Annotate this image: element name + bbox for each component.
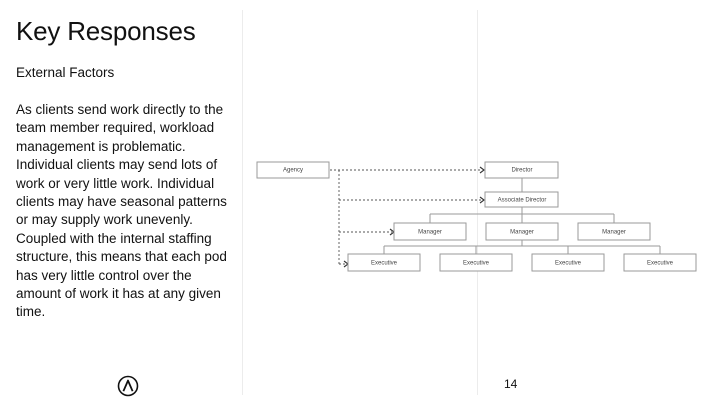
executive-label: Executive: [371, 261, 398, 267]
left-guide-line: [242, 10, 243, 395]
manager-label: Manager: [418, 230, 442, 236]
manager-label: Manager: [602, 230, 626, 236]
director-node: Director: [484, 161, 559, 179]
manager-node: Manager: [485, 222, 559, 241]
manager-node: Manager: [393, 222, 467, 241]
agency-node: Agency: [256, 161, 330, 179]
executive-label: Executive: [463, 261, 490, 267]
executive-node: Executive: [347, 253, 421, 272]
executive-node: Executive: [623, 253, 697, 272]
executive-label: Executive: [555, 261, 582, 267]
manager-node: Manager: [577, 222, 651, 241]
executive-label: Executive: [647, 261, 674, 267]
manager-label: Manager: [510, 230, 534, 236]
director-label: Director: [511, 168, 532, 174]
lambda-logo-icon: [117, 375, 139, 397]
arrow-to-director: [479, 166, 485, 174]
agency-label: Agency: [283, 168, 303, 174]
associate-director-node: Associate Director: [484, 191, 559, 208]
slide-body-text: As clients send work directly to the tea…: [16, 102, 227, 320]
slide-title: Key Responses: [16, 16, 196, 46]
arrow-to-assoc-director: [479, 196, 485, 204]
executive-node: Executive: [439, 253, 513, 272]
page-number: 14: [504, 377, 518, 391]
right-guide-line: [477, 10, 478, 395]
executive-node: Executive: [531, 253, 605, 272]
slide-subtitle: External Factors: [16, 65, 115, 80]
associate-director-label: Associate Director: [498, 198, 547, 204]
